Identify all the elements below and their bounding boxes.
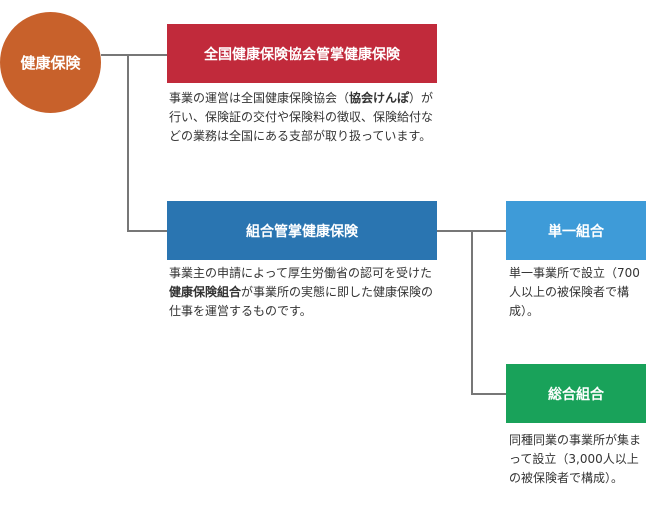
connector-main-vertical: [127, 54, 129, 232]
connector-kumiai-out: [437, 230, 473, 232]
root-node-kenko-hoken: 健康保険: [0, 12, 101, 113]
desc-kyokai-text-1: 事業の運営は全国健康保険協会（: [169, 91, 350, 105]
node-sogo-kumiai: 総合組合: [506, 364, 646, 423]
node-kyokai-label: 全国健康保険協会管掌健康保険: [204, 46, 400, 63]
node-tanitsu-kumiai: 単一組合: [506, 201, 646, 260]
node-kyokai-kensho: 全国健康保険協会管掌健康保険: [167, 24, 437, 83]
node-kumiai-label: 組合管掌健康保険: [246, 223, 358, 240]
connector-kumiai: [127, 230, 167, 232]
desc-kyokai-text-2: ）が行い、保険証の交付や保険料の徴収、保険給付などの業務は全国にある支部が取り扱…: [169, 91, 434, 143]
desc-kumiai-bold: 健康保険組合: [169, 285, 242, 299]
node-kumiai-kensho: 組合管掌健康保険: [167, 201, 437, 260]
node-sogo-label: 総合組合: [548, 386, 604, 403]
connector-sogo: [471, 393, 506, 395]
desc-kumiai: 事業主の申請によって厚生労働省の認可を受けた健康保険組合が事業所の実態に即した健…: [169, 264, 441, 321]
desc-tan: 単一事業所で設立（700人以上の被保険者で構成）。: [509, 266, 640, 318]
desc-kumiai-text-1: 事業主の申請によって厚生労働省の認可を受けた: [169, 266, 433, 280]
connector-tan: [471, 230, 506, 232]
connector-sub-vertical: [471, 230, 473, 395]
desc-kumiai-text-2: が事業所の実態に即した健康保険の仕事を運営するものです。: [169, 285, 434, 318]
root-node-label: 健康保険: [20, 54, 81, 72]
desc-sogo: 同種同業の事業所が集まって設立（3,000人以上の被保険者で構成）。: [509, 433, 642, 485]
desc-kyokai: 事業の運営は全国健康保険協会（協会けんぽ）が行い、保険証の交付や保険料の徴収、保…: [169, 89, 441, 146]
desc-kyokai-bold: 協会けんぽ: [349, 91, 410, 105]
connector-kyokai: [127, 54, 167, 56]
connector-root: [101, 54, 129, 56]
node-tan-label: 単一組合: [548, 223, 604, 240]
